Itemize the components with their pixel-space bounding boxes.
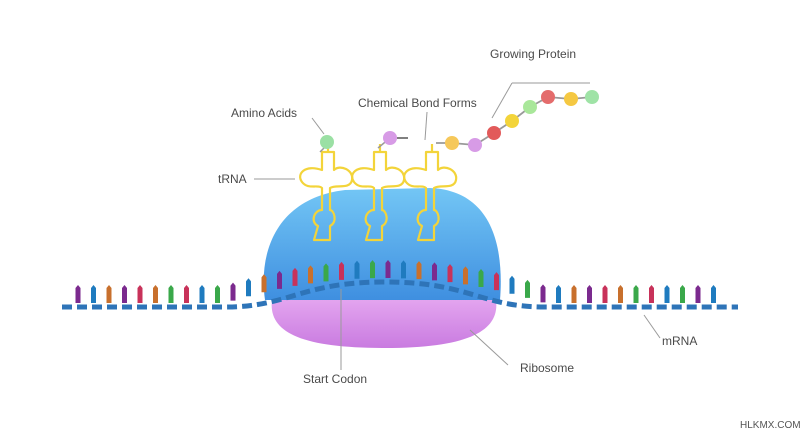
ribosome-small-subunit (271, 300, 497, 348)
nucleotide-peg (711, 285, 716, 303)
nucleotide-peg (91, 285, 96, 303)
nucleotide-peg (261, 274, 267, 293)
nucleotide-peg (277, 270, 282, 289)
watermark: HLKMX.COM (740, 420, 800, 431)
nucleotide-peg (618, 285, 623, 303)
trna-molecules (299, 144, 458, 242)
nucleotide-peg (122, 285, 127, 303)
nucleotide-peg (153, 285, 158, 303)
nucleotide-peg (401, 260, 406, 279)
nucleotide-peg (664, 285, 670, 303)
nucleotide-peg (75, 285, 81, 303)
amino-acid-incoming (383, 131, 397, 145)
nucleotide-peg (633, 285, 639, 303)
amino-acid (468, 138, 482, 152)
leader-lines (254, 82, 661, 370)
protein-chain (319, 90, 599, 153)
nucleotide-peg (323, 263, 329, 282)
nucleotide-peg (447, 264, 453, 283)
nucleotide-peg (540, 284, 546, 303)
nucleotide-peg (246, 278, 251, 297)
nucleotide-peg (556, 285, 561, 303)
amino-acid (505, 114, 519, 128)
nucleotide-peg (106, 285, 112, 303)
amino-acid (445, 136, 459, 150)
nucleotide-peg (339, 261, 344, 280)
nucleotide-peg (292, 267, 298, 286)
trna-molecule-3 (403, 144, 458, 242)
nucleotide-peg (463, 266, 468, 285)
nucleotide-peg (168, 285, 174, 303)
nucleotide-peg (695, 285, 701, 303)
ribosome-large-subunit (263, 188, 501, 300)
label-growing-protein: Growing Protein (490, 47, 576, 61)
label-start-codon: Start Codon (303, 372, 367, 386)
label-ribosome: Ribosome (520, 361, 574, 375)
amino-acid (487, 126, 501, 140)
label-mrna: mRNA (662, 334, 697, 348)
nucleotide-peg (494, 272, 499, 291)
nucleotide-peg (184, 285, 189, 303)
nucleotide-peg (354, 260, 360, 279)
nucleotide-peg (571, 285, 577, 303)
amino-acid (523, 100, 537, 114)
nucleotide-peg (509, 275, 515, 294)
nucleotide-peg (432, 262, 437, 281)
nucleotide-peg (308, 265, 313, 284)
amino-acid (564, 92, 578, 106)
nucleotide-peg (587, 285, 592, 303)
label-chemical-bond: Chemical Bond Forms (358, 96, 477, 110)
amino-acid (541, 90, 555, 104)
nucleotide-peg (385, 260, 391, 279)
nucleotide-peg (416, 261, 422, 280)
amino-acid-free (320, 135, 334, 149)
label-trna: tRNA (218, 172, 247, 186)
mrna-nucleotides (75, 260, 716, 303)
amino-acid (585, 90, 599, 104)
nucleotide-peg (137, 285, 143, 303)
nucleotide-peg (370, 260, 375, 279)
nucleotide-peg (215, 285, 220, 303)
nucleotide-peg (525, 279, 530, 298)
nucleotide-peg (680, 285, 685, 303)
label-amino-acids: Amino Acids (231, 106, 297, 120)
nucleotide-peg (602, 285, 608, 303)
nucleotide-peg (478, 269, 484, 287)
nucleotide-peg (649, 285, 654, 303)
nucleotide-peg (230, 282, 236, 301)
nucleotide-peg (199, 285, 205, 303)
